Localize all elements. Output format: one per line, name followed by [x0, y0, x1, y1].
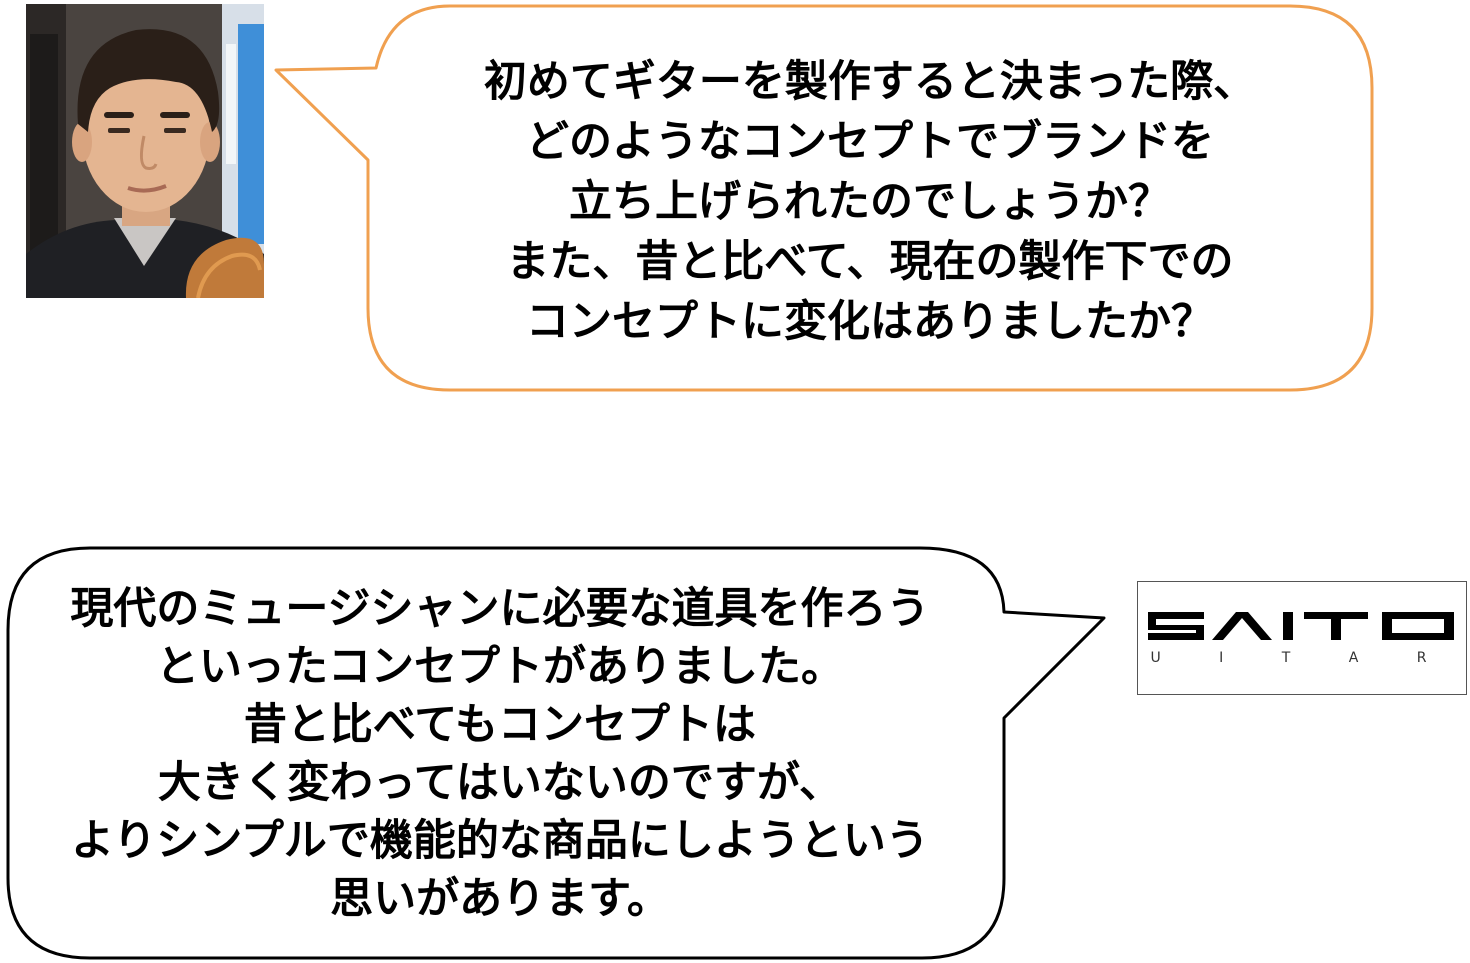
saito-guitars-logo: G U I T A R S: [1137, 581, 1467, 695]
question-bubble: [274, 4, 1374, 392]
answer-line: よりシンプルで機能的な商品にしようという: [71, 816, 929, 866]
answer-line: といったコンセプトがありました。: [156, 642, 844, 692]
question-line: 初めてギターを製作すると決まった際、: [483, 57, 1257, 107]
question-line: また、昔と比べて、現在の製作下での: [506, 237, 1234, 287]
question-text: 初めてギターを製作すると決まった際、 どのようなコンセプトでブランドを 立ち上げ…: [400, 52, 1340, 352]
person-photo-icon: [26, 4, 264, 298]
question-line: コンセプトに変化はありましたか？: [526, 297, 1214, 347]
question-line: どのようなコンセプトでブランドを: [526, 117, 1214, 167]
answer-text: 現代のミュージシャンに必要な道具を作ろう といったコンセプトがありました。 昔と…: [20, 580, 980, 928]
logo-subtitle: G U I T A R S: [1138, 650, 1465, 666]
answer-line: 思いがあります。: [330, 874, 670, 924]
answer-line: 昔と比べてもコンセプトは: [243, 700, 757, 750]
question-line: 立ち上げられたのでしょうか？: [569, 177, 1171, 227]
interviewer-avatar: [26, 4, 264, 298]
answer-bubble: [6, 546, 1106, 960]
answer-line: 現代のミュージシャンに必要な道具を作ろう: [70, 584, 930, 634]
saito-logo-icon: G U I T A R S: [1138, 612, 1465, 666]
answer-line: 大きく変わってはいないのですが、: [157, 758, 843, 808]
